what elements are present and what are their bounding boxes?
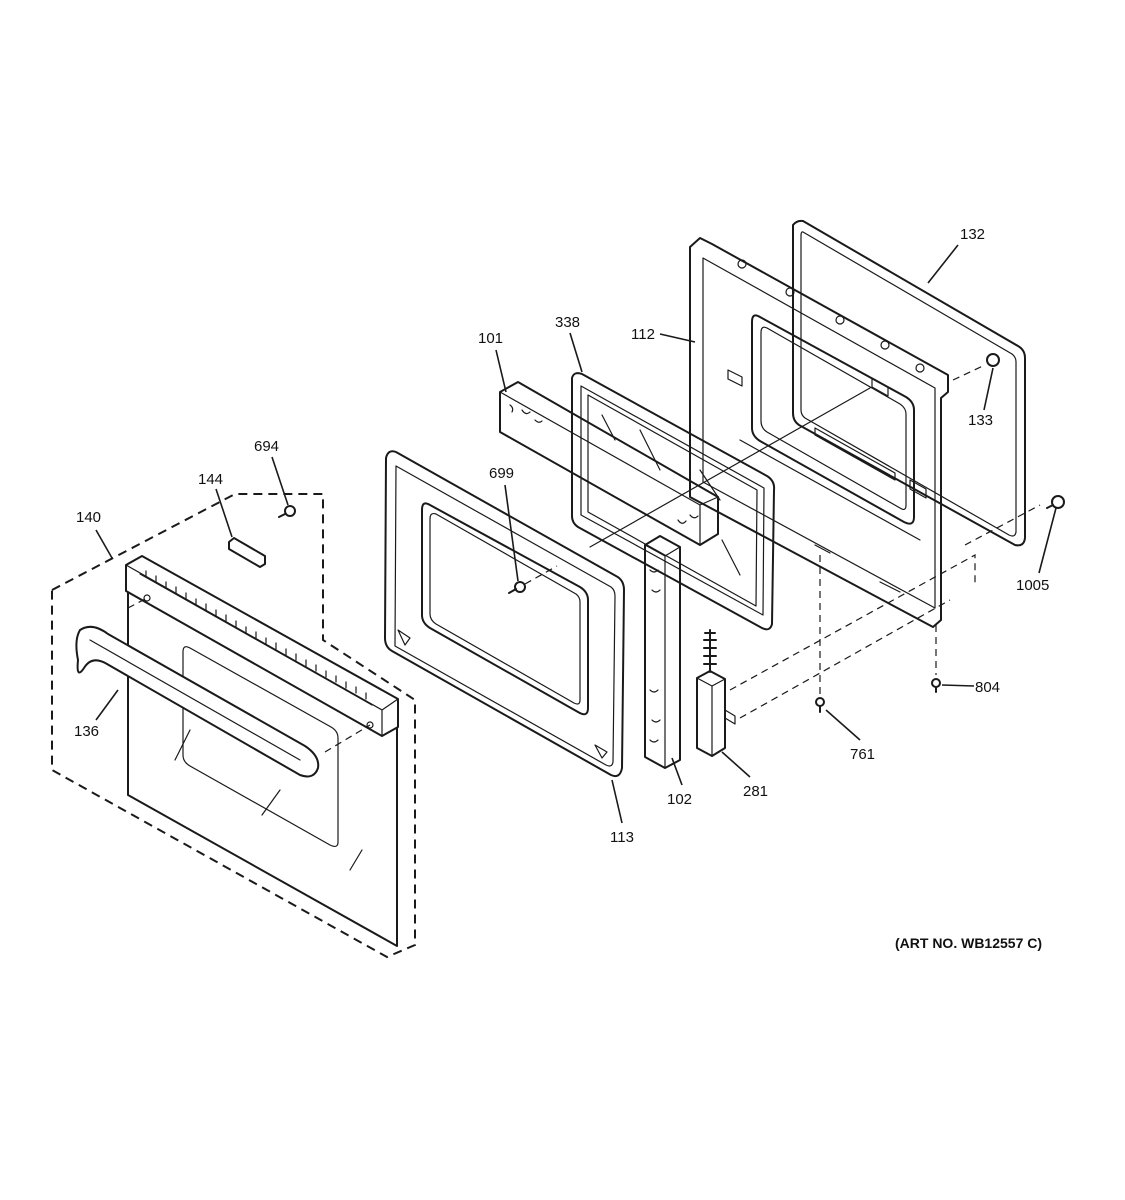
insulation-top-101 [499,381,719,546]
door-assembly-outline-140 [51,493,416,959]
screw-699 [508,581,526,594]
bolt-1005 [1046,495,1065,509]
callout-101: 101 [478,330,503,347]
outer-door-panel [125,555,399,947]
assembly-line-699 [524,565,558,585]
handle-136 [75,597,371,778]
projection-line-hinge-lower [739,599,951,719]
screw-694 [278,505,296,518]
callout-281: 281 [743,783,768,800]
projection-line-upper [589,387,871,548]
callout-136: 136 [74,723,99,740]
assembly-line-133 [952,364,986,381]
projection-line-hinge [729,553,976,691]
hinge-281 [696,629,736,757]
insulation-side-102 [644,535,681,769]
callout-112: 112 [631,326,655,343]
door-liner-112 [689,237,949,628]
callout-113: 113 [610,829,634,846]
screw-804 [931,678,941,693]
badge-144 [228,537,266,568]
callout-804: 804 [975,679,1000,696]
callout-132: 132 [960,226,985,243]
inner-door-frame-113 [384,450,625,778]
leader-lines [95,244,1057,824]
callout-694: 694 [254,438,279,455]
callout-699: 699 [489,465,514,482]
door-gasket-132 [792,219,1026,547]
art-number: (ART NO. WB12557 C) [895,935,1042,951]
glass-window-338 [571,372,776,631]
callout-140: 140 [76,509,101,526]
callout-338: 338 [555,314,580,331]
screw-761 [815,697,825,713]
projection-line-1005 [964,504,1041,546]
callout-133: 133 [968,412,993,429]
callout-761: 761 [850,746,875,763]
fastener-133 [986,353,1000,367]
callout-102: 102 [667,791,692,808]
callout-144: 144 [198,471,223,488]
callout-1005: 1005 [1016,577,1049,594]
